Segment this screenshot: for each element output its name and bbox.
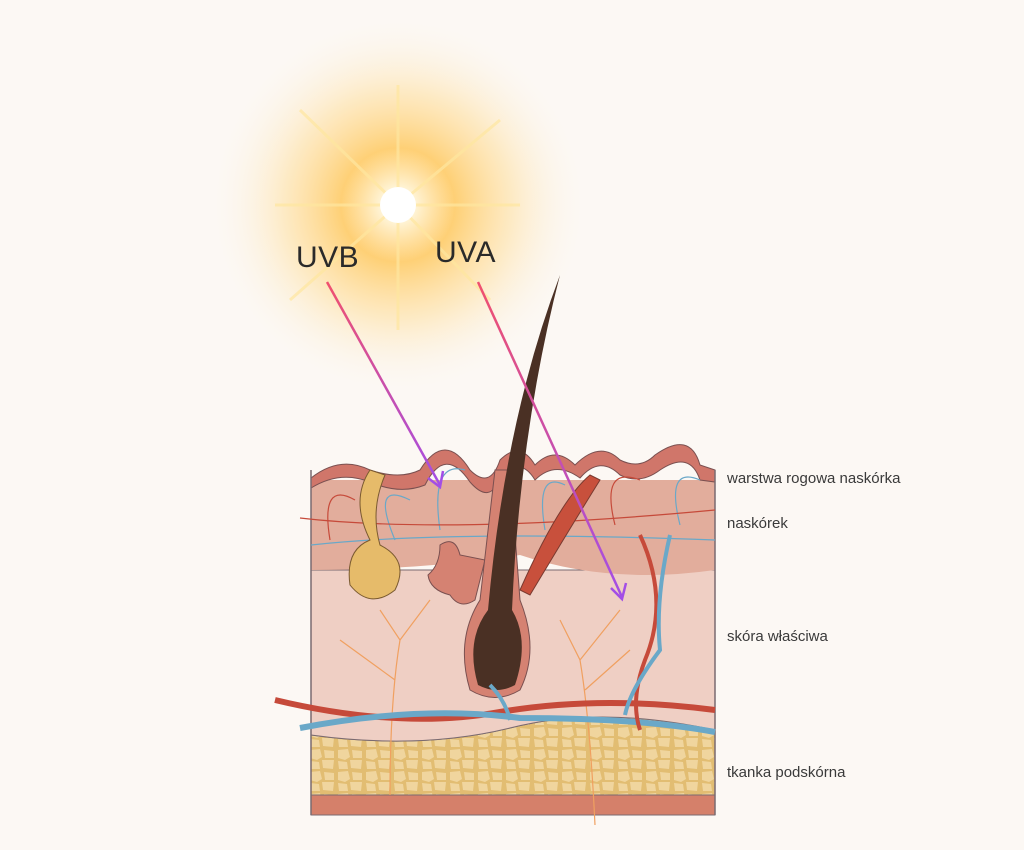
- sweat-gland: [348, 469, 401, 600]
- sebaceous-gland: [427, 541, 486, 605]
- label-stratum-corneum: warstwa rogowa naskórka: [727, 470, 901, 487]
- uvb-label: UVB: [296, 241, 360, 274]
- skin-cross-section: [274, 275, 716, 826]
- vein: [299, 710, 716, 735]
- artery: [274, 697, 716, 722]
- uva-arrow: [476, 281, 628, 602]
- label-epidermis: naskórek: [727, 515, 788, 532]
- uvb-arrow: [325, 281, 445, 490]
- label-subcutis: tkanka podskórna: [727, 764, 846, 781]
- bottom-layer: [310, 794, 716, 816]
- label-dermis: skóra właściwa: [727, 628, 828, 645]
- hair: [473, 275, 560, 690]
- sun-icon: [208, 15, 588, 395]
- uva-label: UVA: [435, 236, 496, 269]
